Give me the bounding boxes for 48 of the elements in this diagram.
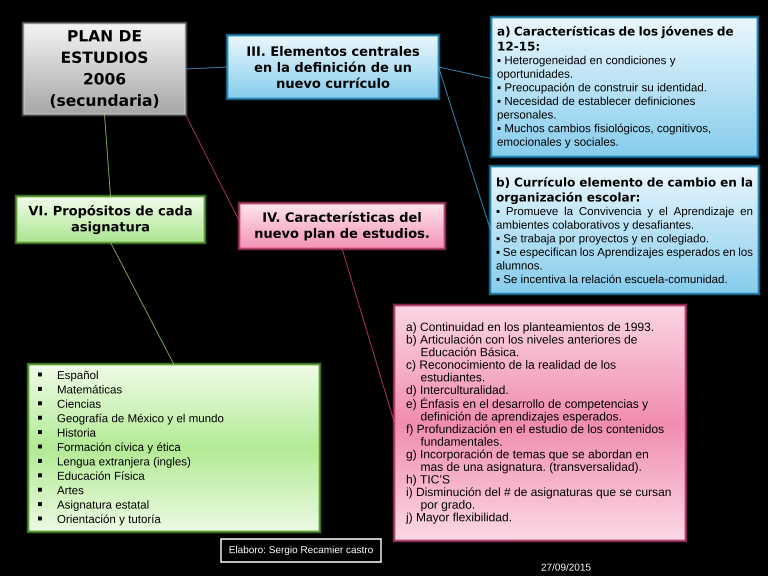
info-box [488, 164, 760, 296]
list-item: a) Continuidad en los planteamientos de 1993. [406, 322, 654, 334]
list-item: j) Mayor flexibilidad. [406, 512, 511, 524]
list-item: Matemáticas [58, 384, 122, 394]
connector-line [438, 66, 492, 80]
topic-box: VI. Propósitos de cada asignatura [14, 194, 206, 244]
title-box: PLAN DE ESTUDIOS 2006 (secundaria) [22, 22, 188, 116]
credit-box: Elaboro: Sergio Recamier castro [220, 538, 382, 563]
list-item: ▪ Preocupación de construir su identidad. [498, 82, 706, 94]
list-item: ▪ Promueve la Convivencia y el Aprendizaje en ambientes colaborativos y desafiantes. [496, 206, 752, 232]
list-item: Lengua extranjera (ingles) [58, 457, 190, 468]
box-heading: b) Currículo elemento de cambio en la organización escolar: [496, 176, 752, 204]
list-item: i) Disminución del # de asignaturas que se cursan por grado. [406, 487, 671, 512]
date: 27/09/2015 [541, 563, 591, 571]
list-item: f) Profundización en el estudio de los contenidos fundamentales. [406, 424, 664, 446]
list-item: Artes [57, 486, 84, 494]
list-item: g) Incorporación de temas que se abordan en mas de una asignatura. (transversalidad). [406, 449, 648, 474]
info-box [490, 16, 760, 158]
box-heading: a) Características de los jóvenes de 12-15: [498, 26, 734, 51]
list-item: Asignatura estatal [57, 500, 148, 511]
topic-box: IV. Características del nuevo plan de estudios. [238, 202, 446, 250]
connector-line [342, 248, 395, 424]
list-item: ▪ Se especifican los Aprendizajes esperados en los alumnos. [496, 248, 753, 270]
list-item: Español [58, 370, 98, 382]
list-item: b) Articulación con los niveles anteriores de Educación Básica. [406, 334, 637, 356]
connector-line [438, 66, 491, 230]
connector-line [185, 66, 228, 70]
list-item: ▪ Necesidad de establecer definiciones personales. [498, 96, 695, 121]
topic-box: III. Elementos centrales en la definición de un nuevo currículo [226, 34, 440, 100]
list-item: Historia [58, 428, 96, 437]
list-item: e) Énfasis en el desarrollo de competencias y definición de aprendizajes esperados. [406, 397, 648, 423]
list-item: Orientación y tutoría [58, 514, 161, 526]
list-item: ▪ Heterogeneidad en condiciones y oportunidades. [498, 56, 676, 80]
connector-line [185, 114, 240, 222]
list-item: d) Interculturalidad. [406, 385, 508, 396]
list-box [26, 362, 322, 534]
connector-line [110, 242, 174, 365]
list-item: Geografía de México y el mundo [58, 414, 224, 425]
list-item: h) TIC’S [406, 474, 450, 486]
list-item: Formación cívica y ética [58, 442, 181, 454]
list-item: Educación Física [58, 471, 145, 480]
list-item: ▪ Se trabaja por proyectos y en colegiado. [496, 234, 708, 245]
list-item: ▪ Muchos cambios fisiológicos, cognitivos, emocionales y sociales. [498, 124, 710, 148]
connector-line [104, 114, 111, 197]
list-item: c) Reconocimiento de la realidad de los estudiantes. [406, 360, 616, 382]
list-item: ▪ Se incentiva la relación escuela-comunidad. [496, 274, 727, 284]
list-box [392, 304, 688, 542]
list-item: Ciencias [58, 399, 101, 408]
